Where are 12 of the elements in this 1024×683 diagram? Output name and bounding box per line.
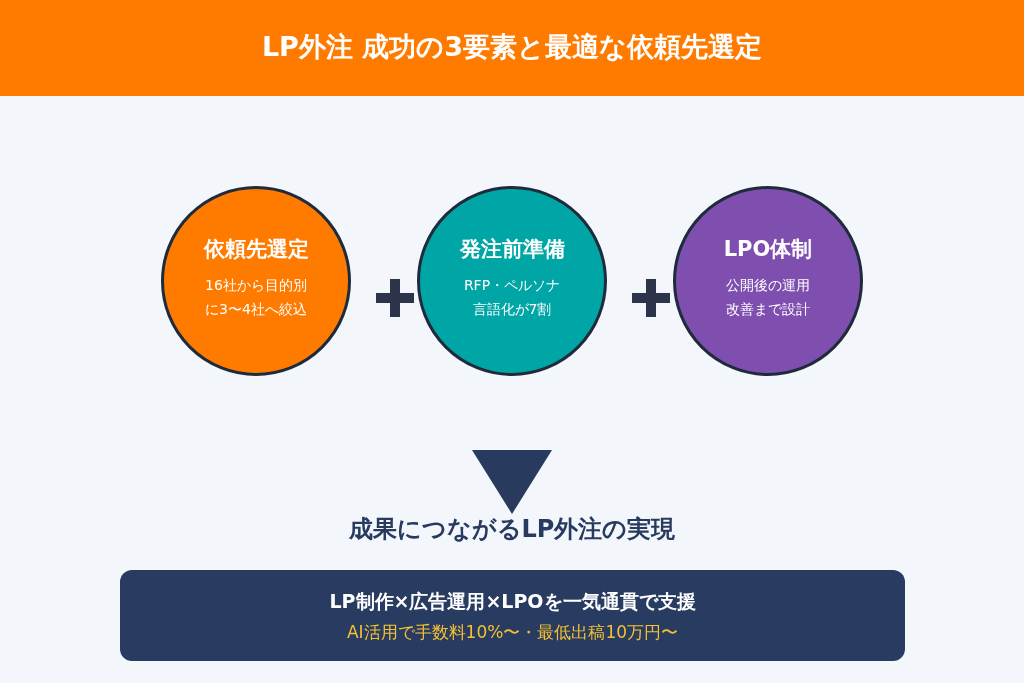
pricing-note: AI活用で手数料10%〜・最低出稿10万円〜	[346, 620, 679, 644]
result-text: 成果につながるLP外注の実現	[348, 514, 676, 544]
circle-heading: 依頼先選定	[203, 236, 309, 263]
circle-heading: 発注前準備	[459, 236, 565, 263]
summary-heading: LP制作×広告運用×LPOを一気通貫で支援	[329, 588, 696, 614]
circle-text: RFP・ペルソナ言語化が7割	[463, 276, 561, 319]
diagram-title: LP外注 成功の3要素と最適な依頼先選定	[261, 30, 763, 64]
summary-panel	[120, 570, 905, 661]
circle-text: 公開後の運用改善まで設計	[726, 276, 810, 319]
down-arrow	[472, 450, 552, 514]
circle-text: 16社から目的別に3〜4社へ絞込	[205, 276, 307, 319]
circle-heading: LPO体制	[723, 236, 813, 263]
